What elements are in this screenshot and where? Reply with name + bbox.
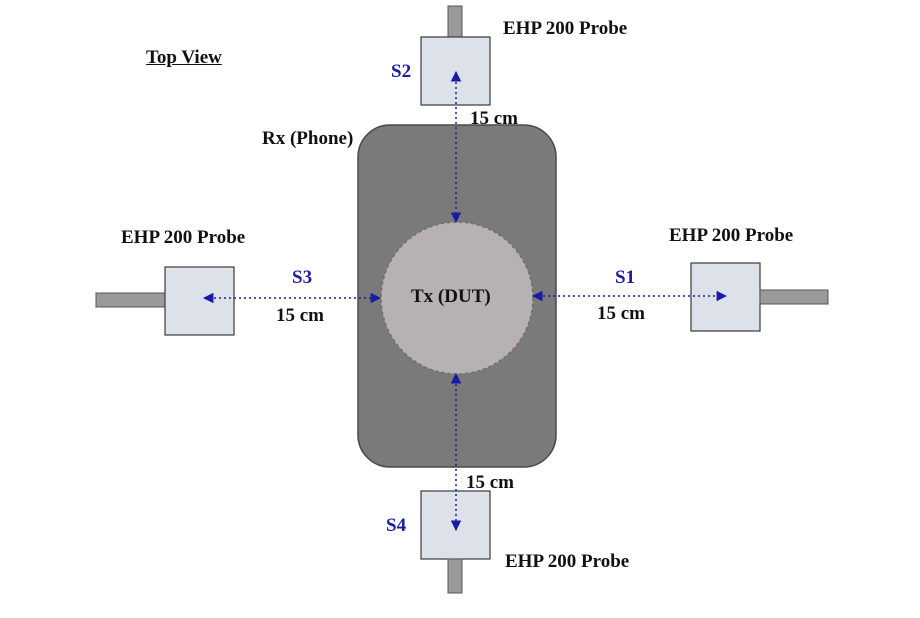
diagram-title: Top View [146, 47, 222, 68]
probe-s4-distance: 15 cm [466, 472, 515, 493]
probe-s3-stem [95, 292, 167, 308]
probe-s2-stem [447, 5, 463, 39]
probe-s4-stem [447, 558, 463, 594]
probe-s1-distance: 15 cm [597, 303, 646, 324]
probe-s1-id: S1 [615, 267, 636, 288]
phone-label: Rx (Phone) [262, 128, 354, 149]
probe-s4-label: EHP 200 Probe [505, 551, 630, 572]
probe-s1-stem [759, 289, 829, 305]
probe-s4-id: S4 [386, 515, 407, 536]
probe-s3-id: S3 [292, 267, 313, 288]
probe-s3-label: EHP 200 Probe [121, 227, 246, 248]
probe-s2-id: S2 [391, 61, 412, 82]
probe-s1-label: EHP 200 Probe [669, 225, 794, 246]
probe-s3-distance: 15 cm [276, 305, 325, 326]
probe-s2-box [420, 36, 491, 106]
probe-s1-box [690, 262, 761, 332]
dut-label: Tx (DUT) [411, 286, 491, 307]
probe-s3-box [164, 266, 235, 336]
probe-s2-label: EHP 200 Probe [503, 18, 628, 39]
probe-s2-distance: 15 cm [470, 108, 519, 129]
